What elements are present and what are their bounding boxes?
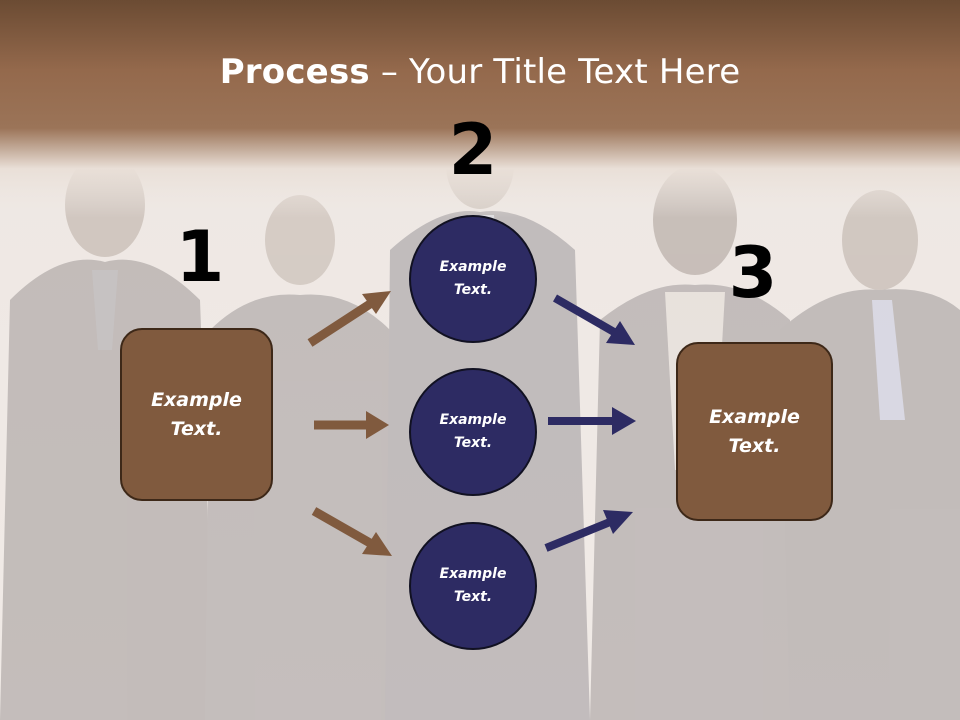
arrow-left-to-bottom <box>311 507 373 547</box>
step-number-2: 2 <box>448 109 498 191</box>
step-number-1: 1 <box>175 216 225 298</box>
arrow-left-to-top-head <box>362 291 391 314</box>
arrow-top-to-right-head <box>606 321 635 345</box>
circle-middle: Example Text. <box>409 368 537 496</box>
circle-bottom: Example Text. <box>409 522 537 650</box>
arrow-bottom-to-right <box>544 518 612 552</box>
arrow-middle-to-right-head <box>612 407 636 435</box>
step-number-3: 3 <box>728 232 778 314</box>
arrow-left-to-middle-head <box>366 411 389 439</box>
arrow-left-to-top <box>307 300 373 347</box>
slide-title: Process – Your Title Text Here <box>0 52 960 92</box>
arrow-left-to-bottom-head <box>362 532 392 556</box>
right-text-box: Example Text. <box>676 342 833 521</box>
circle-top: Example Text. <box>409 215 537 343</box>
left-text-box: Example Text. <box>120 328 273 501</box>
title-rest: – Your Title Text Here <box>369 52 741 92</box>
arrow-top-to-right <box>553 294 616 336</box>
title-bold: Process <box>219 52 370 92</box>
arrow-bottom-to-right-head <box>603 510 633 534</box>
